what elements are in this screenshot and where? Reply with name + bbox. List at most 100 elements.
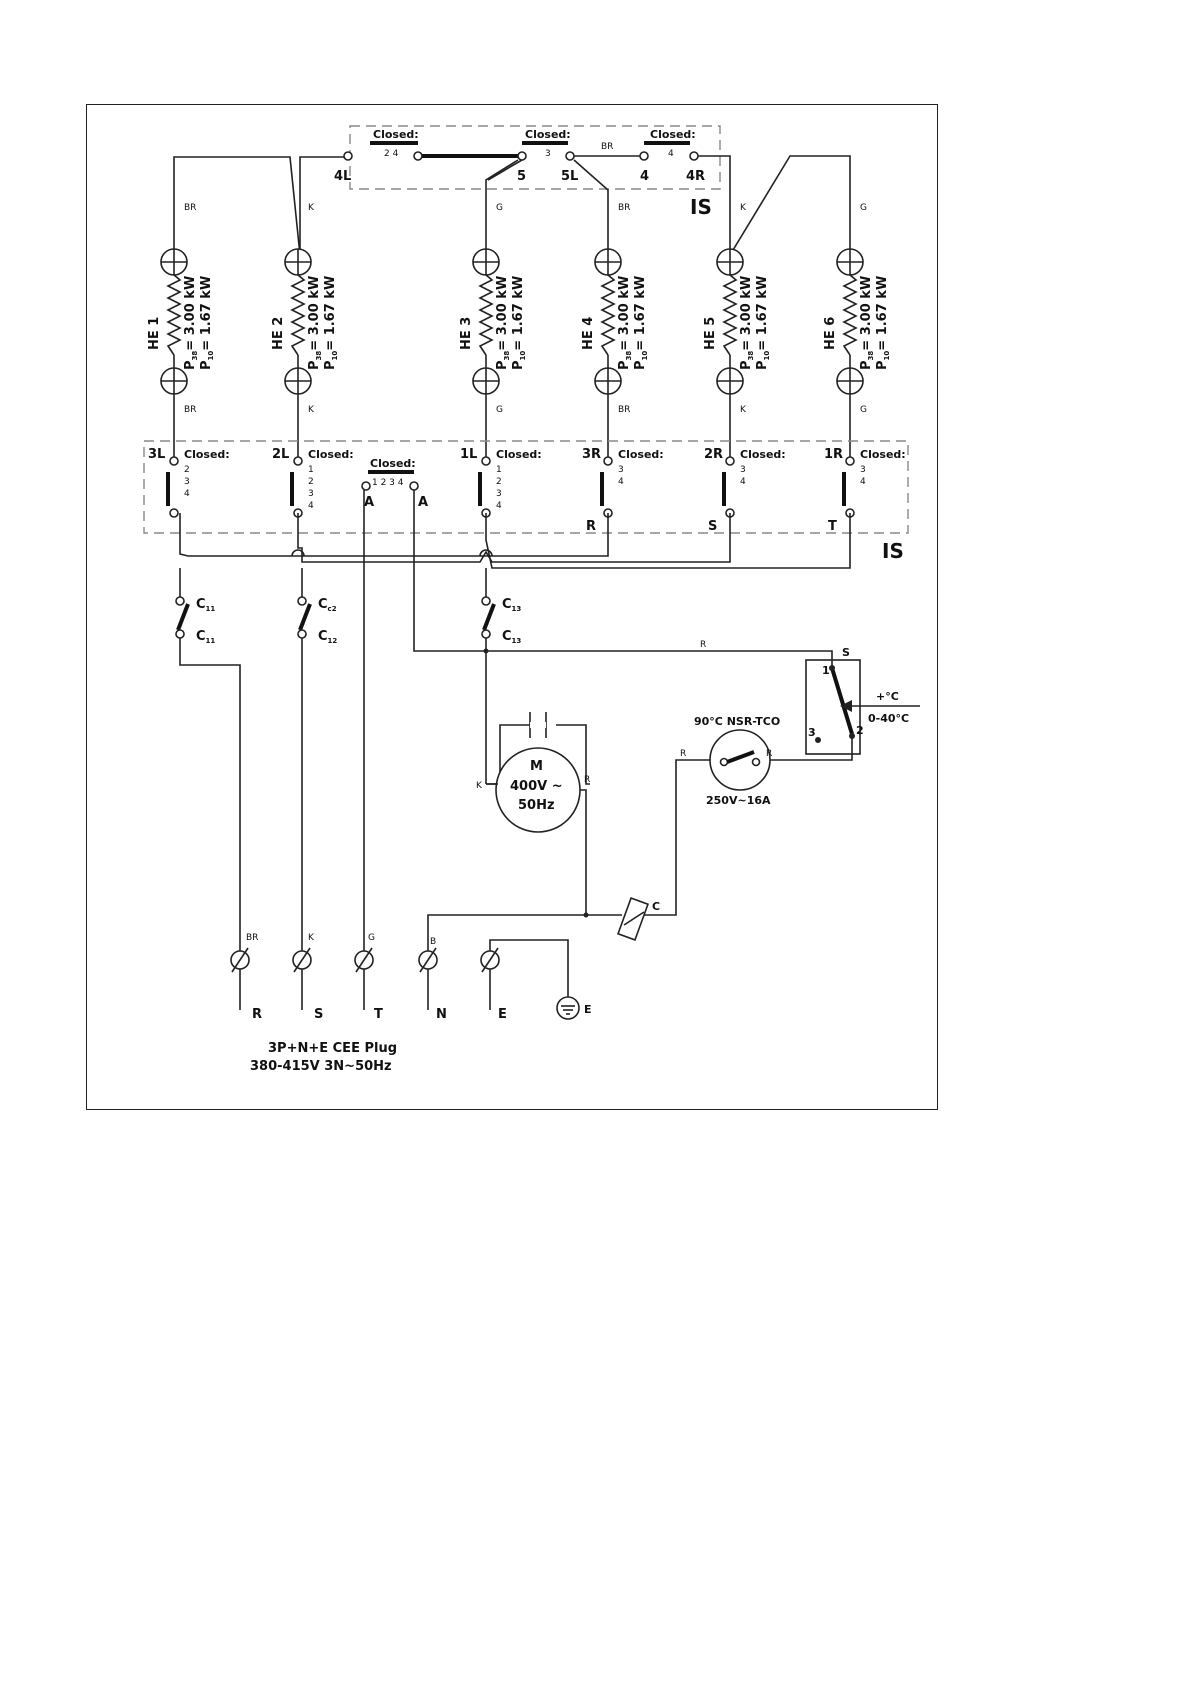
contactor-top-label: C13	[502, 597, 521, 613]
contact-output: S	[708, 519, 717, 534]
plug-pin-1	[230, 947, 250, 973]
top-switch-positions-1: 2 4	[384, 149, 399, 159]
contact-position: 2	[308, 477, 314, 487]
plug-wire-br: BR	[246, 933, 258, 943]
heater-element	[478, 274, 494, 356]
thermostat-arrow-head	[840, 700, 852, 712]
contact-closed: Closed:	[860, 448, 906, 461]
tco-rating: 250V~16A	[706, 794, 771, 807]
heater-wire-top: BR	[184, 203, 196, 213]
motor-letter: M	[530, 759, 543, 774]
heater-name: HE 4	[581, 317, 596, 350]
contactor-bottom-label: C11	[196, 629, 215, 645]
aux-positions: 1 2 3 4	[372, 478, 404, 488]
aux-terminal-left	[361, 481, 371, 491]
contact-name: 2L	[272, 447, 289, 462]
bottom-switch-outline	[143, 440, 909, 534]
thermostat-t3: 3	[808, 726, 816, 739]
top-selector-switch: IS Closed: 2 4 Closed: 3 Closed: 4 BR 4L…	[334, 125, 721, 219]
heater-wire-bottom: K	[308, 405, 315, 415]
plug-terminal-n: N	[436, 1007, 447, 1022]
contact-name: 3R	[582, 447, 601, 462]
plug-terminal-e: E	[498, 1007, 507, 1022]
top-switch-closed-2: Closed:	[525, 128, 571, 141]
top-switch-5-link	[487, 159, 523, 181]
contact-name: 3L	[148, 447, 165, 462]
heater-wire-top: G	[860, 203, 867, 213]
tco-wire-left: R	[680, 749, 686, 759]
tco-contact	[726, 750, 755, 764]
contact-position: 1	[496, 465, 502, 475]
contact-position: 4	[860, 477, 866, 487]
top-switch-br-wire: BR	[601, 142, 613, 152]
heater-wire-bottom: G	[860, 405, 867, 415]
heater-p10: P10= 1.67 kW	[875, 276, 891, 370]
heater-p38: P38= 3.00 kW	[307, 276, 323, 370]
contact-position: 3	[618, 465, 624, 475]
heater-name: HE 1	[147, 317, 162, 350]
heater-wire-bottom: G	[496, 405, 503, 415]
thermostat-range: 0-40°C	[868, 712, 909, 725]
top-switch-positions-2: 3	[545, 149, 551, 159]
contact-position: 2	[496, 477, 502, 487]
contact-closed: Closed:	[308, 448, 354, 461]
contact-terminal-bottom	[169, 508, 179, 518]
contactor-top-label: Cc2	[318, 597, 337, 613]
heater-p10: P10= 1.67 kW	[323, 276, 339, 370]
contactor-top-label: C11	[196, 597, 215, 613]
contact-position: 4	[496, 501, 502, 511]
heater-p10: P10= 1.67 kW	[755, 276, 771, 370]
heater-p10: P10= 1.67 kW	[633, 276, 649, 370]
contact-name: 1L	[460, 447, 477, 462]
coil-label: C	[652, 900, 660, 913]
earth-label: E	[584, 1003, 592, 1016]
terminal-label-5L: 5L	[561, 169, 578, 184]
contactor-contact	[176, 603, 190, 631]
plug-pin-3	[354, 947, 374, 973]
heater-name: HE 5	[703, 317, 718, 350]
heater-wire-top: BR	[618, 203, 630, 213]
contact-position: 3	[860, 465, 866, 475]
contact-position: 3	[308, 489, 314, 499]
contact-name: 1R	[824, 447, 843, 462]
thermostat-s: S	[842, 646, 850, 659]
thermostat-t1: 1	[822, 664, 830, 677]
contactor-contact	[298, 603, 312, 631]
heater-element	[166, 274, 182, 356]
heater-wire-bottom: BR	[184, 405, 196, 415]
plug-wire-g: G	[368, 933, 375, 943]
tco: 90°C NSR-TCO 250V~16A R R	[644, 715, 780, 916]
tco-title: 90°C NSR-TCO	[694, 715, 780, 728]
bottom-selector-switch: IS Closed: 1 2 3 4 A A	[143, 440, 909, 563]
tco-wire-right: R	[766, 749, 772, 759]
contact-closed: Closed:	[740, 448, 786, 461]
heater-wire-top: K	[740, 203, 747, 213]
heater-element	[842, 274, 858, 356]
contact-position: 2	[184, 465, 190, 475]
contact-terminal-top	[481, 456, 491, 466]
thermostat-temp: +°C	[876, 690, 899, 703]
plug-terminals: E BR K G B R S T N E 3P+N+E CEE Plug 380…	[179, 490, 592, 1074]
contactor-coil: C	[583, 897, 660, 941]
terminal-4R	[689, 151, 699, 161]
contact-closed: Closed:	[496, 448, 542, 461]
heater-p38: P38= 3.00 kW	[859, 276, 875, 370]
earth-symbol	[556, 996, 580, 1020]
heater-wire-top: G	[496, 203, 503, 213]
contactor-contact	[482, 603, 496, 631]
heater-p38: P38= 3.00 kW	[183, 276, 199, 370]
contact-position: 3	[740, 465, 746, 475]
heater-p38: P38= 3.00 kW	[617, 276, 633, 370]
crossover-wiring	[179, 513, 851, 569]
motor-wire-right: R	[584, 775, 590, 785]
